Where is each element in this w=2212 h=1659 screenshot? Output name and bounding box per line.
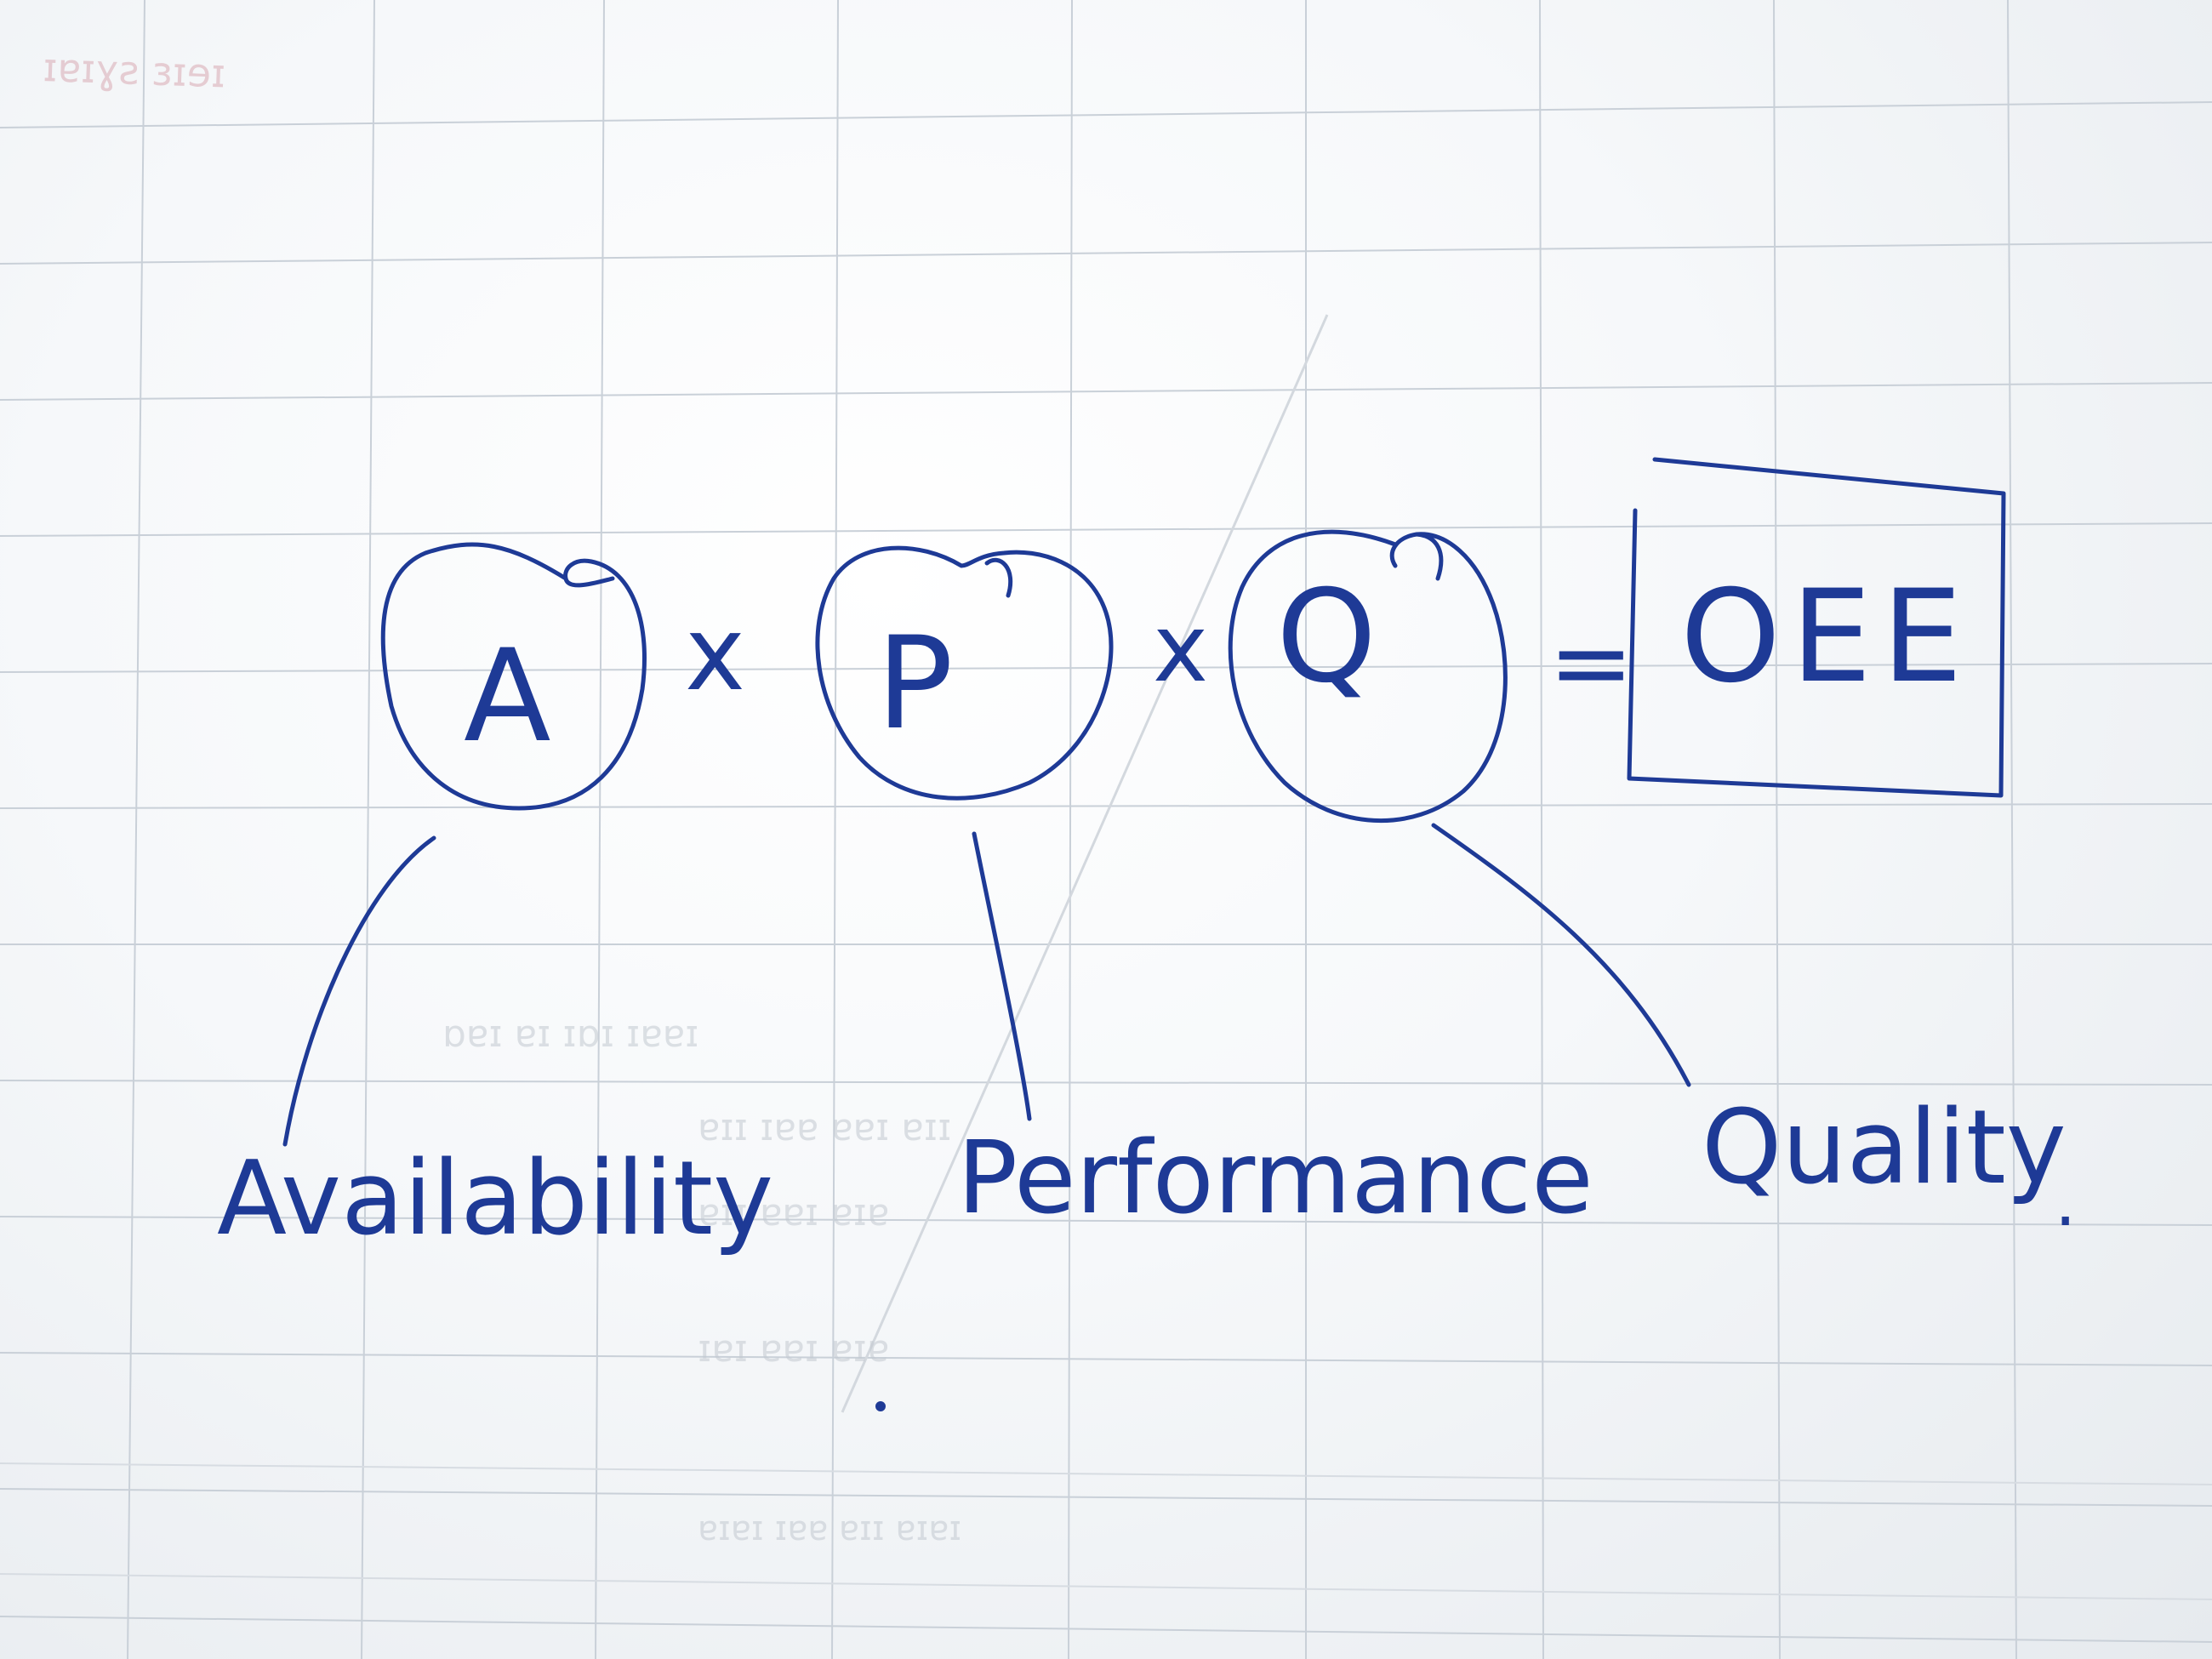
circle-p (815, 545, 1114, 801)
result-box-outline (1627, 457, 2006, 798)
svg-text:ɒɐɪ ɐɪ ɪɒɪ ɪɐɐɪ: ɒɐɪ ɐɪ ɪɒɪ ɪɐɐɪ (442, 1012, 699, 1056)
show-through-marks: ɪɐɪɣƨ ɜɪɘɪ ɒɐɪ ɐɪ ɪɒɪ ɪɐɐɪ ɐɪɪ ɪɐɐ ɐɐɪ ɐ… (0, 44, 2212, 1600)
result-oee: OEE (1680, 563, 1973, 711)
availability-node: A (380, 542, 647, 811)
equals-sign: = (1548, 604, 1634, 722)
svg-text:ɪɐɪɣƨ ɜɪɘɪ: ɪɐɪɣƨ ɜɪɘɪ (43, 44, 226, 96)
performance-node: P (815, 545, 1114, 801)
quality-node: Q (1228, 529, 1508, 823)
letter-a: A (464, 623, 551, 771)
circle-q (1228, 529, 1508, 823)
letter-p: P (876, 610, 953, 758)
connector-performance (972, 831, 1032, 1121)
multiply-sign-1: x (685, 596, 745, 714)
svg-text:ɪɐɪ ɐɐɪ ɐɪɐ: ɪɐɪ ɐɐɪ ɐɪɐ (698, 1327, 889, 1371)
multiply-sign-2: x (1153, 594, 1208, 703)
letter-q: Q (1276, 563, 1377, 711)
circle-a (380, 542, 647, 811)
label-quality: Quality (1702, 1089, 2067, 1207)
ink-dot (875, 1401, 886, 1411)
connector-quality (1431, 823, 1691, 1087)
svg-text:ɐɪɪ ɐɐɪ ɐɪɐ: ɐɪɪ ɐɐɪ ɐɪɐ (698, 1191, 889, 1234)
label-performance: Performance (957, 1119, 1593, 1236)
connector-availability (282, 835, 436, 1147)
trailing-period: . (2055, 1162, 2076, 1241)
paper-crease (841, 314, 1329, 1413)
label-availability: Availability (217, 1140, 773, 1258)
svg-text:ɐɪɪ ɪɐɐ ɐɐɪ ɐɪɪ: ɐɪɪ ɪɐɐ ɐɐɪ ɐɪɪ (698, 1106, 951, 1149)
svg-text:ɐɪɐɪ ɪɐɐ ɐɪɪ ɐɪɐɪ: ɐɪɐɪ ɪɐɐ ɐɪɪ ɐɪɐɪ (698, 1509, 961, 1548)
oee-result-box: OEE (1627, 457, 2006, 798)
